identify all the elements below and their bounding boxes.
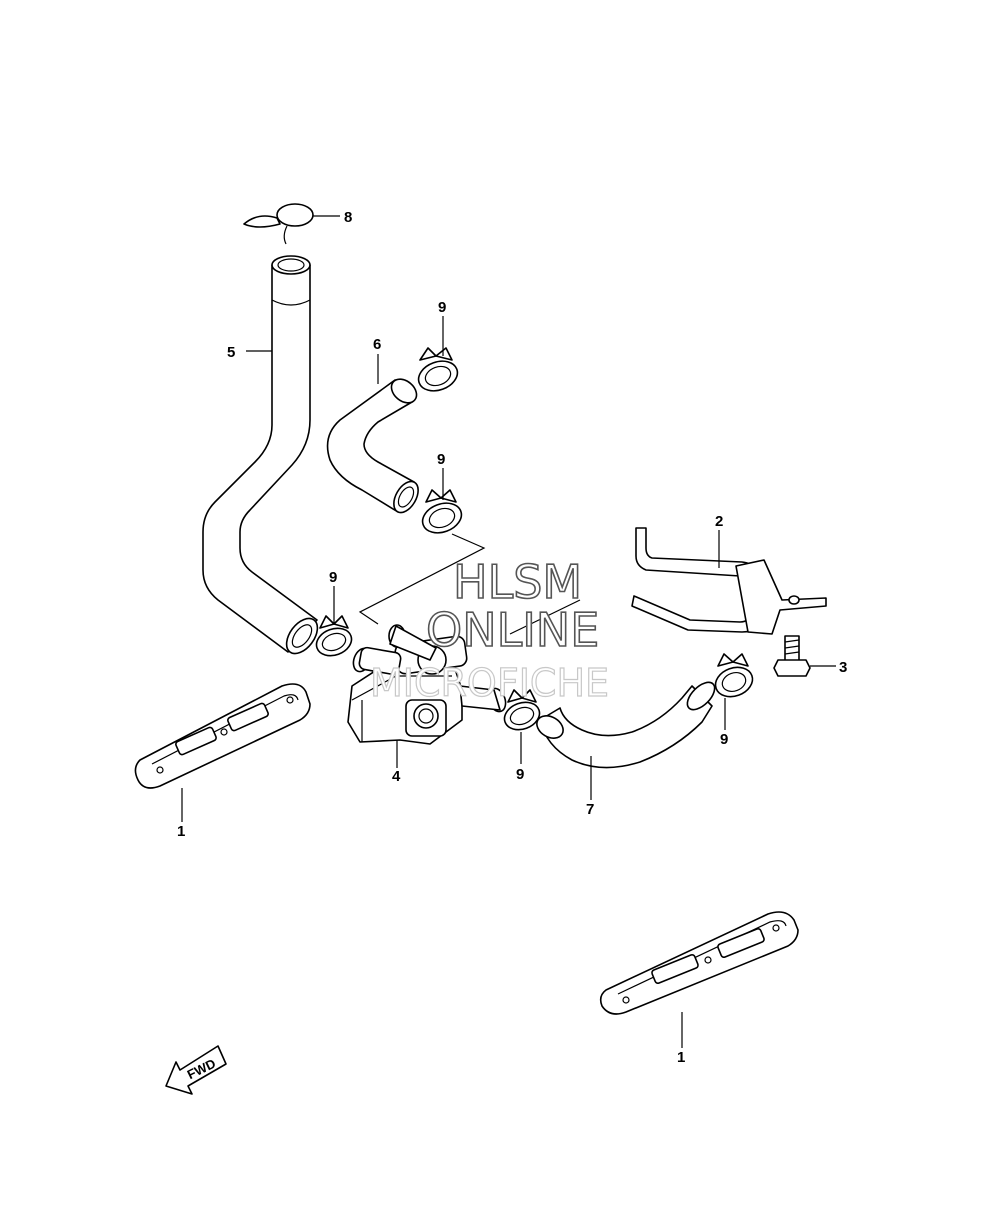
callout-8: 8 bbox=[344, 209, 352, 226]
callout-3: 3 bbox=[839, 659, 847, 676]
callout-1-a: 1 bbox=[177, 823, 185, 840]
callout-9-c: 9 bbox=[329, 569, 337, 586]
part-3-bolt bbox=[773, 635, 811, 677]
callout-9-a: 9 bbox=[438, 299, 446, 316]
part-1-pad-lower bbox=[599, 911, 799, 1015]
callout-2: 2 bbox=[715, 513, 723, 530]
callout-4: 4 bbox=[392, 768, 401, 785]
callout-9-e: 9 bbox=[720, 731, 728, 748]
part-2-bracket bbox=[631, 527, 827, 635]
callout-1-b: 1 bbox=[677, 1049, 685, 1066]
fwd-arrow-icon: FWD bbox=[165, 1045, 227, 1095]
part-9-clip-a bbox=[417, 347, 459, 392]
callout-9-d: 9 bbox=[516, 766, 524, 783]
watermark: HLSM ONLINE MICROFICHE bbox=[369, 554, 609, 705]
part-5-hose bbox=[202, 255, 319, 655]
part-4-valve bbox=[347, 624, 507, 745]
callout-5: 5 bbox=[227, 344, 235, 361]
alignment-lines bbox=[358, 533, 581, 635]
part-9-clip-d bbox=[503, 689, 541, 731]
callout-6: 6 bbox=[373, 336, 381, 353]
watermark-line-1: HLSM bbox=[453, 555, 582, 609]
part-9-clip-b bbox=[421, 489, 463, 534]
part-1-pad-upper bbox=[134, 683, 311, 789]
callout-9-b: 9 bbox=[437, 451, 445, 468]
watermark-line-3: MICROFICHE bbox=[370, 661, 609, 705]
part-7-hose bbox=[536, 681, 716, 769]
part-9-clip-e bbox=[714, 653, 754, 698]
part-9-clip-c bbox=[315, 615, 353, 657]
leader-lines bbox=[181, 215, 836, 1048]
part-6-hose bbox=[326, 378, 419, 514]
part-8-clip bbox=[243, 203, 314, 245]
watermark-line-2: ONLINE bbox=[426, 603, 599, 657]
callout-7: 7 bbox=[586, 801, 594, 818]
callouts: 8 5 6 9 9 9 2 3 4 9 7 9 1 1 bbox=[177, 209, 847, 1066]
